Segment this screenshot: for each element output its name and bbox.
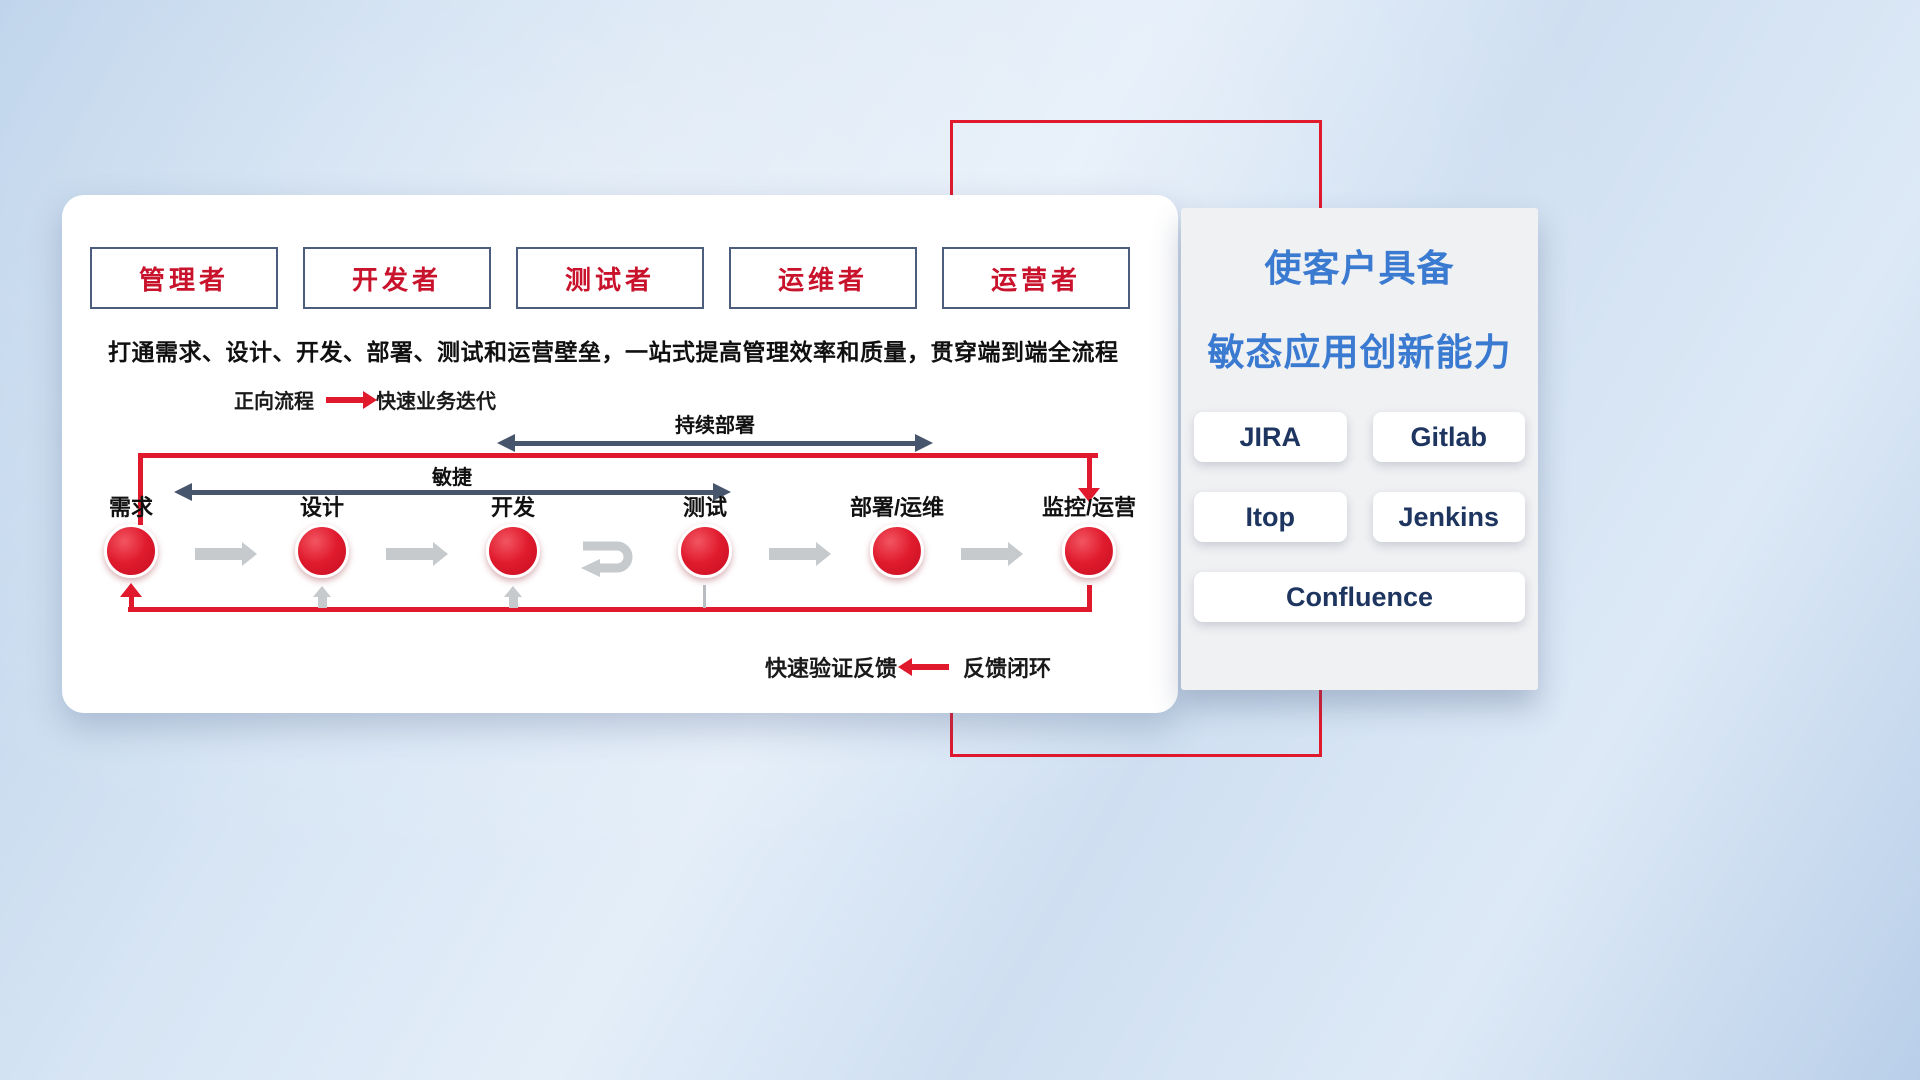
- description-text: 打通需求、设计、开发、部署、测试和运营壁垒，一站式提高管理效率和质量，贯穿端到端…: [108, 339, 1119, 365]
- flow-stage-deploy-ops: 部署/运维: [850, 496, 944, 578]
- stage-label: 设计: [299, 495, 344, 520]
- stage-label: 部署/运维: [849, 495, 945, 520]
- role-box-manager: 管理者: [90, 247, 278, 309]
- stage-label: 需求: [108, 495, 153, 520]
- feedback-loop-up-arrowhead-icon: [120, 583, 142, 597]
- forward-loop-right-line: [1087, 453, 1092, 489]
- stage-label: 监控/运营: [1041, 495, 1137, 520]
- role-box-ops: 运维者: [729, 247, 917, 309]
- feedback-up-arrow-shaft: [509, 597, 518, 608]
- flow-arrow-icon: [386, 542, 448, 566]
- feedback-legend: 快速验证反馈 反馈闭环: [765, 651, 1051, 683]
- flow-arrow-icon: [961, 542, 1023, 566]
- tool-confluence: Confluence: [1194, 572, 1525, 622]
- feedback-up-arrow-icon: [313, 586, 331, 597]
- role-label: 开发者: [351, 264, 442, 295]
- right-arrow-icon: [326, 390, 377, 409]
- flow-arrow-icon: [769, 542, 831, 566]
- stage-node-icon: [870, 524, 924, 578]
- flow-stage-requirements: 需求: [104, 496, 158, 578]
- forward-loop-down-arrowhead-icon: [1078, 488, 1100, 502]
- tool-jira: JIRA: [1194, 412, 1347, 462]
- flow-stage-monitor-ops: 监控/运营: [1042, 496, 1136, 578]
- forward-legend-value: 快速业务迭代: [376, 391, 496, 413]
- feedback-loop-bottom-line: [128, 607, 1092, 612]
- tool-gitlab: Gitlab: [1372, 412, 1525, 462]
- forward-loop-top-line: [138, 453, 1098, 458]
- continuous-deploy-label: 持续部署: [675, 415, 755, 437]
- feedback-up-arrow-icon: [504, 586, 522, 597]
- tool-itop: Itop: [1194, 492, 1347, 542]
- capability-panel: 使客户具备 敏态应用创新能力 JIRA Gitlab Itop Jenkins …: [1181, 208, 1538, 690]
- continuous-deploy-span-arrow-icon: [497, 434, 933, 452]
- feedback-legend-label: 快速验证反馈: [765, 656, 898, 681]
- agile-span-arrow-icon: [174, 483, 731, 501]
- feedback-up-arrow-shaft: [318, 597, 327, 608]
- panel-title-line2: 敏态应用创新能力: [1207, 332, 1512, 373]
- panel-title-line1: 使客户具备: [1264, 248, 1455, 289]
- flow-stage-development: 开发: [486, 496, 540, 578]
- role-label: 管理者: [138, 264, 229, 295]
- role-label: 运营者: [990, 264, 1081, 295]
- stage-label: 开发: [490, 495, 535, 520]
- flow-stage-testing: 测试: [678, 496, 732, 578]
- forward-loop-left-line: [138, 453, 143, 525]
- feedback-legend-value: 反馈闭环: [963, 656, 1052, 681]
- flow-arrow-icon: [195, 542, 257, 566]
- feedback-loop-left-line: [129, 596, 134, 608]
- stage-label: 测试: [682, 495, 727, 520]
- testing-feedback-line: [703, 585, 706, 608]
- role-boxes-row: 管理者 开发者 测试者 运维者 运营者: [90, 247, 1130, 309]
- stage-node-icon: [295, 524, 349, 578]
- stage-node-icon: [678, 524, 732, 578]
- forward-flow-legend: 正向流程 快速业务迭代: [234, 385, 496, 414]
- stage-node-icon: [486, 524, 540, 578]
- left-arrow-icon: [898, 658, 950, 676]
- iteration-loop-icon: [581, 541, 633, 577]
- role-box-developer: 开发者: [303, 247, 491, 309]
- role-label: 测试者: [564, 264, 655, 295]
- devops-flow-card: 管理者 开发者 测试者 运维者 运营者 打通需求、设计、开发、部署、测试和运营壁…: [62, 195, 1178, 713]
- stage-node-icon: [1062, 524, 1116, 578]
- tools-grid: JIRA Gitlab Itop Jenkins Confluence: [1194, 412, 1525, 622]
- tool-jenkins: Jenkins: [1372, 492, 1525, 542]
- role-box-tester: 测试者: [516, 247, 704, 309]
- role-box-operations: 运营者: [942, 247, 1130, 309]
- agile-label: 敏捷: [432, 467, 472, 489]
- feedback-loop-right-line: [1087, 585, 1092, 612]
- role-label: 运维者: [777, 264, 868, 295]
- flow-stage-design: 设计: [295, 496, 349, 578]
- forward-legend-label: 正向流程: [234, 391, 314, 413]
- stage-node-icon: [104, 524, 158, 578]
